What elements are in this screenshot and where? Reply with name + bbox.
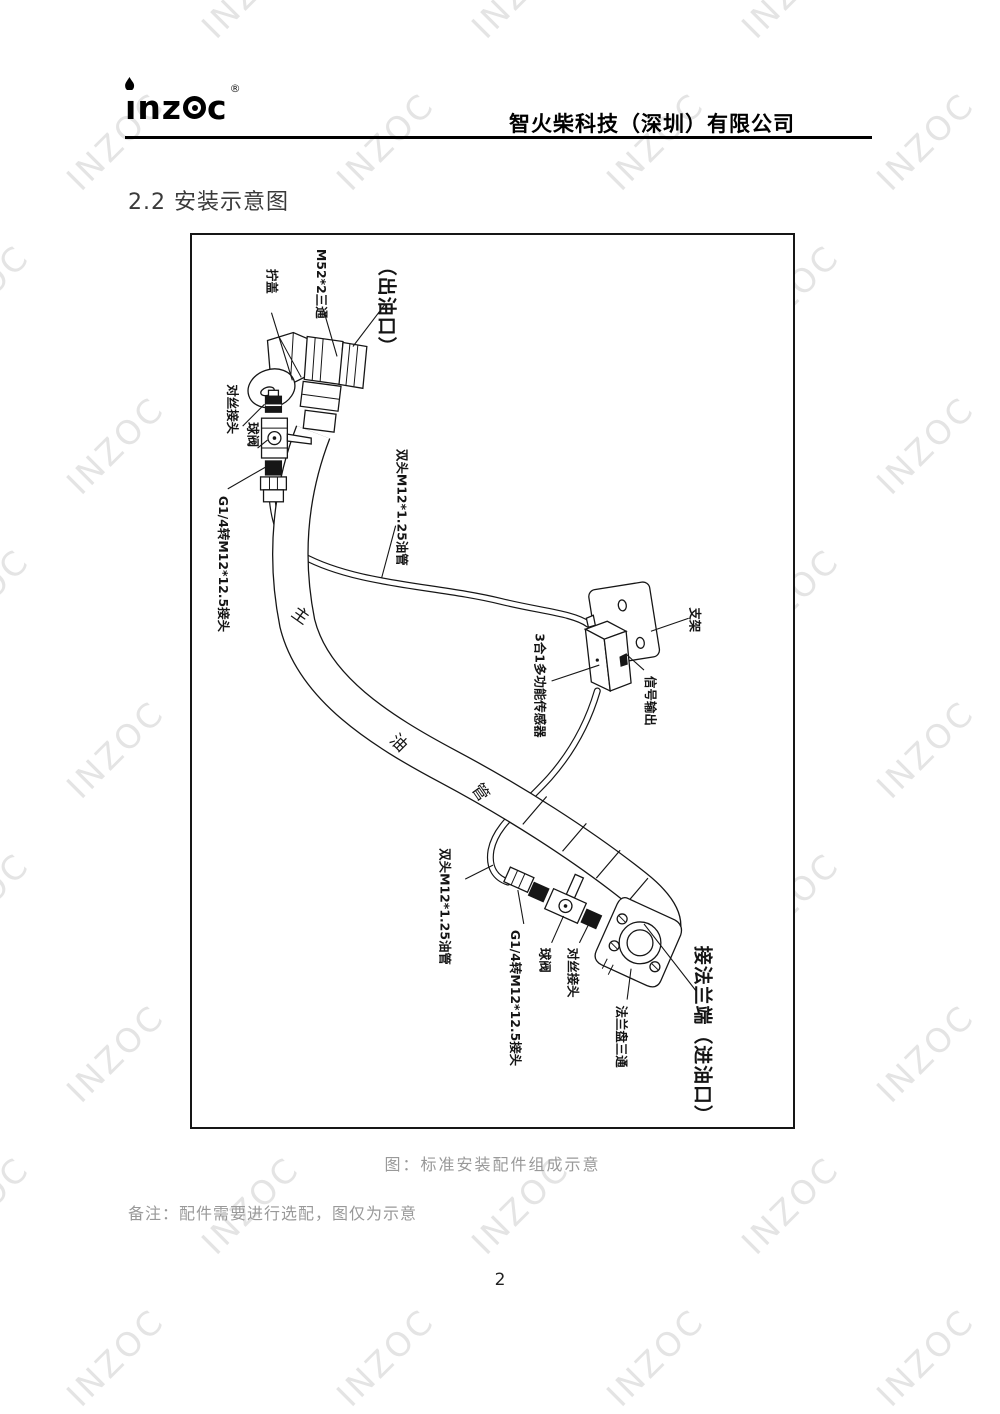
- label-hose-top: 双头M12*1.25油管: [395, 449, 410, 566]
- tee-assembly: [247, 331, 368, 433]
- flame-icon: [125, 77, 135, 90]
- label-union-top: 对丝接头: [225, 384, 240, 434]
- watermark-text: INZOC: [0, 844, 38, 959]
- installation-diagram: 主 油 管: [190, 233, 795, 1129]
- watermark-text: INZOC: [734, 0, 847, 46]
- label-cap: 拧盖: [265, 269, 280, 294]
- watermark-text: INZOC: [0, 540, 38, 655]
- header-rule: [125, 136, 872, 139]
- diagram-labels: 拧盖 M52*2三通 （出油口） 对丝接头 球阀 G1/4转M12*12.5接头…: [216, 249, 715, 1125]
- logo-letter-i: ı: [125, 77, 137, 127]
- label-adapter-top: G1/4转M12*12.5接头: [216, 496, 231, 633]
- label-union-bottom: 对丝接头: [565, 948, 580, 998]
- watermark-text: INZOC: [868, 692, 983, 807]
- registered-mark: ®: [229, 82, 241, 95]
- watermark-text: INZOC: [868, 1300, 983, 1414]
- label-valve-top: 球阀: [246, 422, 261, 447]
- figure-note: 备注：配件需要进行选配，图仅为示意: [128, 1204, 418, 1223]
- company-name: 智火柴科技（深圳）有限公司: [509, 112, 795, 136]
- label-outlet: （出油口）: [376, 257, 399, 356]
- label-bracket: 支架: [688, 606, 703, 632]
- label-signal-output: 信号输出: [643, 676, 658, 726]
- logo-letters-nz: nz: [137, 88, 183, 127]
- watermark-text: INZOC: [0, 236, 38, 351]
- section-title: 2.2 安装示意图: [128, 190, 289, 215]
- watermark-text: INZOC: [464, 0, 577, 46]
- watermark-text: INZOC: [868, 388, 983, 503]
- diagram-drawing: 主 油 管: [216, 249, 715, 1125]
- logo-o-icon: [183, 96, 207, 119]
- watermark-text: INZOC: [0, 0, 37, 46]
- figure-caption: 图：标准安装配件组成示意: [384, 1155, 601, 1174]
- label-flange-tee: 法兰盘三通: [614, 1006, 629, 1069]
- bottom-fittings: [503, 866, 603, 930]
- top-fittings: [259, 389, 312, 503]
- watermark-text: INZOC: [598, 1300, 713, 1414]
- watermark-text: INZOC: [58, 1300, 173, 1414]
- flange-assembly: [594, 897, 683, 988]
- watermark-text: INZOC: [0, 1148, 38, 1263]
- label-inlet: 接法兰端（进油口）: [692, 946, 715, 1125]
- logo-letter-c: c: [207, 88, 228, 127]
- watermark-text: INZOC: [868, 84, 983, 199]
- page-number: 2: [494, 1270, 506, 1290]
- label-tee: M52*2三通: [314, 249, 329, 319]
- watermark-text: INZOC: [328, 84, 443, 199]
- watermark-text: INZOC: [868, 996, 983, 1111]
- leader-lines: [227, 304, 698, 1000]
- watermark-text: INZOC: [58, 996, 173, 1111]
- label-valve-bottom: 球阀: [538, 948, 553, 973]
- main-oil-pipe: 主 油 管: [272, 425, 681, 950]
- watermark-text: INZOC: [598, 84, 713, 199]
- watermark-text: INZOC: [58, 388, 173, 503]
- sensor-assembly: [583, 581, 661, 693]
- label-hose-bottom: 双头M12*1.25油管: [437, 848, 452, 965]
- label-sensor: 3合1多功能传感器: [533, 633, 548, 738]
- watermark-text: INZOC: [58, 692, 173, 807]
- watermark-text: INZOC: [328, 1300, 443, 1414]
- label-adapter-bottom: G1/4转M12*12.5接头: [508, 930, 523, 1067]
- watermark-text: INZOC: [194, 0, 307, 46]
